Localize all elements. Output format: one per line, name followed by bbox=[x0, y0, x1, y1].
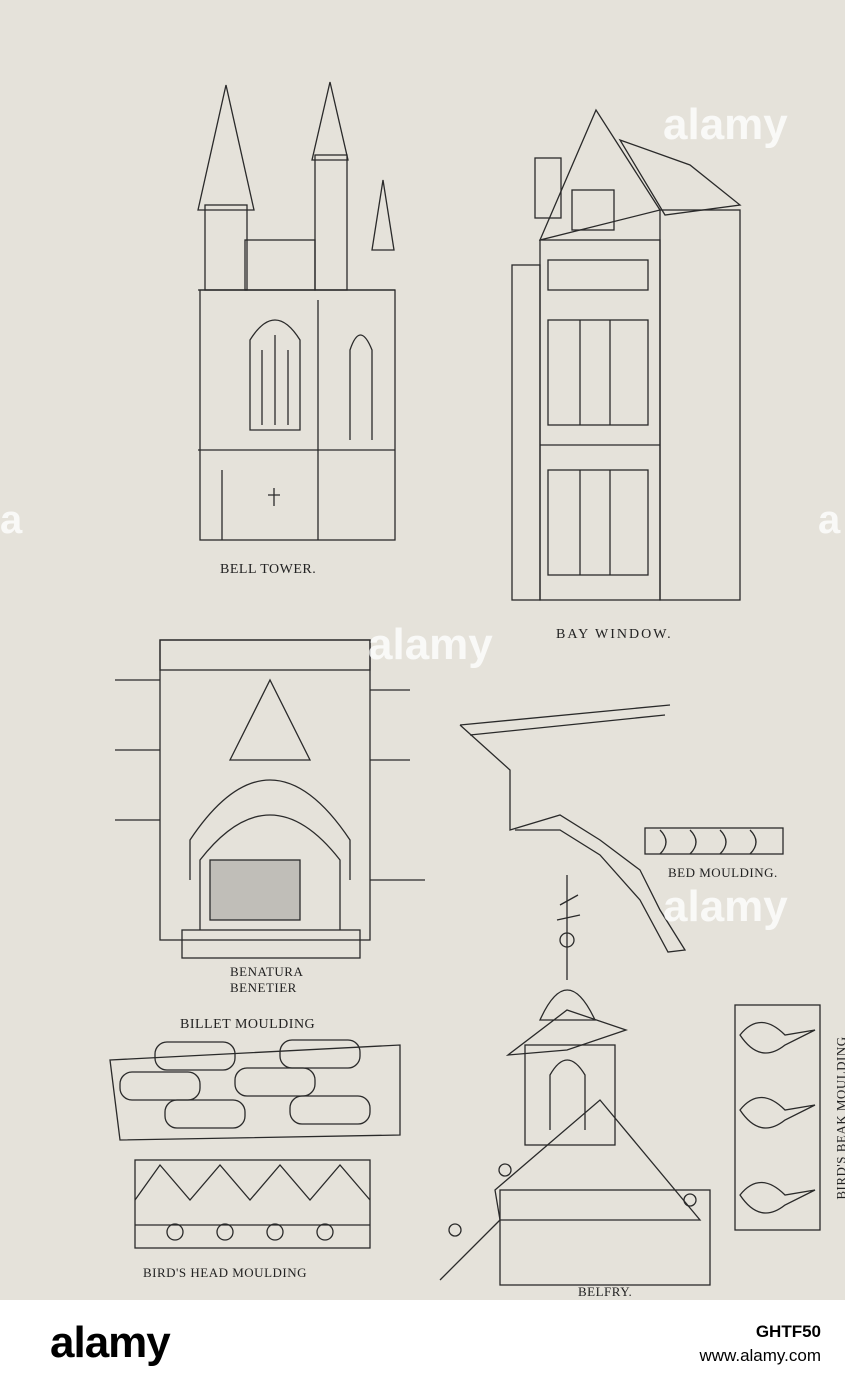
caption-benatura: BENATURA bbox=[230, 964, 304, 979]
caption-billet-moulding: BILLET MOULDING bbox=[180, 1017, 316, 1032]
watermark-mark-left: a bbox=[0, 498, 23, 542]
caption-bell-tower: BELL TOWER. bbox=[220, 562, 317, 577]
watermark-mark-right: a bbox=[818, 498, 841, 542]
watermark-alamy-bottom: alamy bbox=[663, 882, 788, 931]
alamy-logo: alamy bbox=[50, 1318, 171, 1367]
benetier-illustration bbox=[115, 639, 425, 959]
caption-bed-moulding: BED MOULDING. bbox=[668, 865, 778, 880]
belfry-illustration bbox=[439, 875, 711, 1286]
stock-footer bbox=[0, 1300, 845, 1390]
bell-tower-illustration bbox=[197, 81, 396, 541]
watermark-alamy-middle: alamy bbox=[368, 620, 493, 669]
birds-head-moulding-illustration bbox=[134, 1159, 371, 1249]
site-url: www.alamy.com bbox=[699, 1346, 821, 1365]
plate-illustrations bbox=[109, 81, 821, 1286]
billet-moulding-illustration bbox=[109, 1039, 401, 1141]
image-code: GHTF50 bbox=[755, 1322, 821, 1341]
caption-birds-head-moulding: BIRD'S HEAD MOULDING bbox=[143, 1265, 308, 1280]
engraving-plate: alamy alamy alamy a a BELL TOWER. BAY WI… bbox=[0, 0, 845, 1300]
bay-window-illustration bbox=[511, 108, 742, 601]
birds-beak-moulding-illustration bbox=[734, 1004, 821, 1231]
caption-belfry: BELFRY. bbox=[578, 1284, 633, 1299]
caption-birds-beak-moulding: BIRD'S BEAK MOULDING bbox=[833, 1036, 845, 1200]
caption-bay-window: BAY WINDOW. bbox=[556, 627, 673, 642]
watermark-alamy-top: alamy bbox=[663, 100, 788, 149]
bed-moulding-illustration bbox=[459, 704, 784, 953]
caption-benetier: BENETIER bbox=[230, 980, 297, 995]
